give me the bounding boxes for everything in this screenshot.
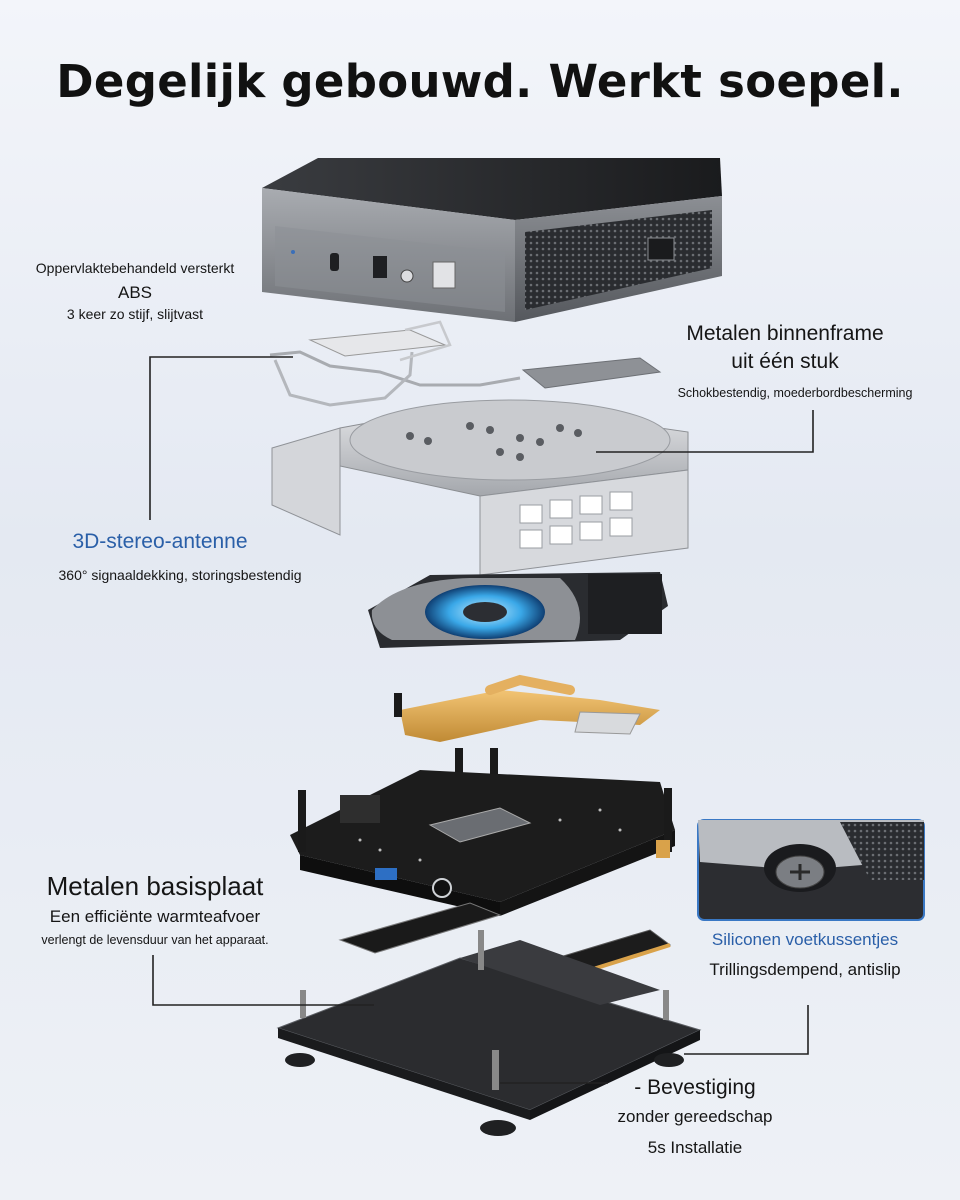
heatpipes [394,674,660,780]
frame-label-line2: uit één stuk [731,350,839,373]
frame-label-line1: Metalen binnenframe [686,322,884,345]
case-label-line3: 3 keer zo stijf, slijtvast [66,306,204,322]
antenna-label-title: 3D-stereo-antenne [72,530,248,553]
mount-label-line3: 5s Installatie [647,1138,743,1157]
antenna-label-subtitle: 360° signaaldekking, storingsbestendig [58,567,302,583]
inner-metal-frame [271,399,689,576]
metal-base-plate [276,930,702,1120]
frame-label-line3: Schokbestendig, moederbordbescherming [677,386,913,400]
case-label-line2: ABS [117,283,153,302]
cooling-fan [368,572,668,648]
mount-label-title: - Bevestiging [634,1076,756,1099]
mini-pc-case [262,158,722,322]
antenna-assembly [269,320,662,407]
feet-label-title: Siliconen voetkussentjes [711,930,899,949]
case-label-line1: Oppervlaktebehandeld versterkt [35,260,235,276]
feet-label-subtitle: Trillingsdempend, antislip [709,960,901,979]
baseplate-label-line3: verlengt de levensduur van het apparaat. [41,933,269,947]
baseplate-label-line2: Een efficiënte warmteafvoer [49,907,261,926]
callout-lines [149,356,814,1084]
motherboard [290,770,675,916]
silicone-foot-inset [697,819,925,921]
page-title: Degelijk gebouwd. Werkt soepel. [56,55,904,108]
mount-label-line2: zonder gereedschap [617,1107,773,1126]
rubber-feet [285,1053,684,1136]
baseplate-label-title: Metalen basisplaat [46,871,264,901]
